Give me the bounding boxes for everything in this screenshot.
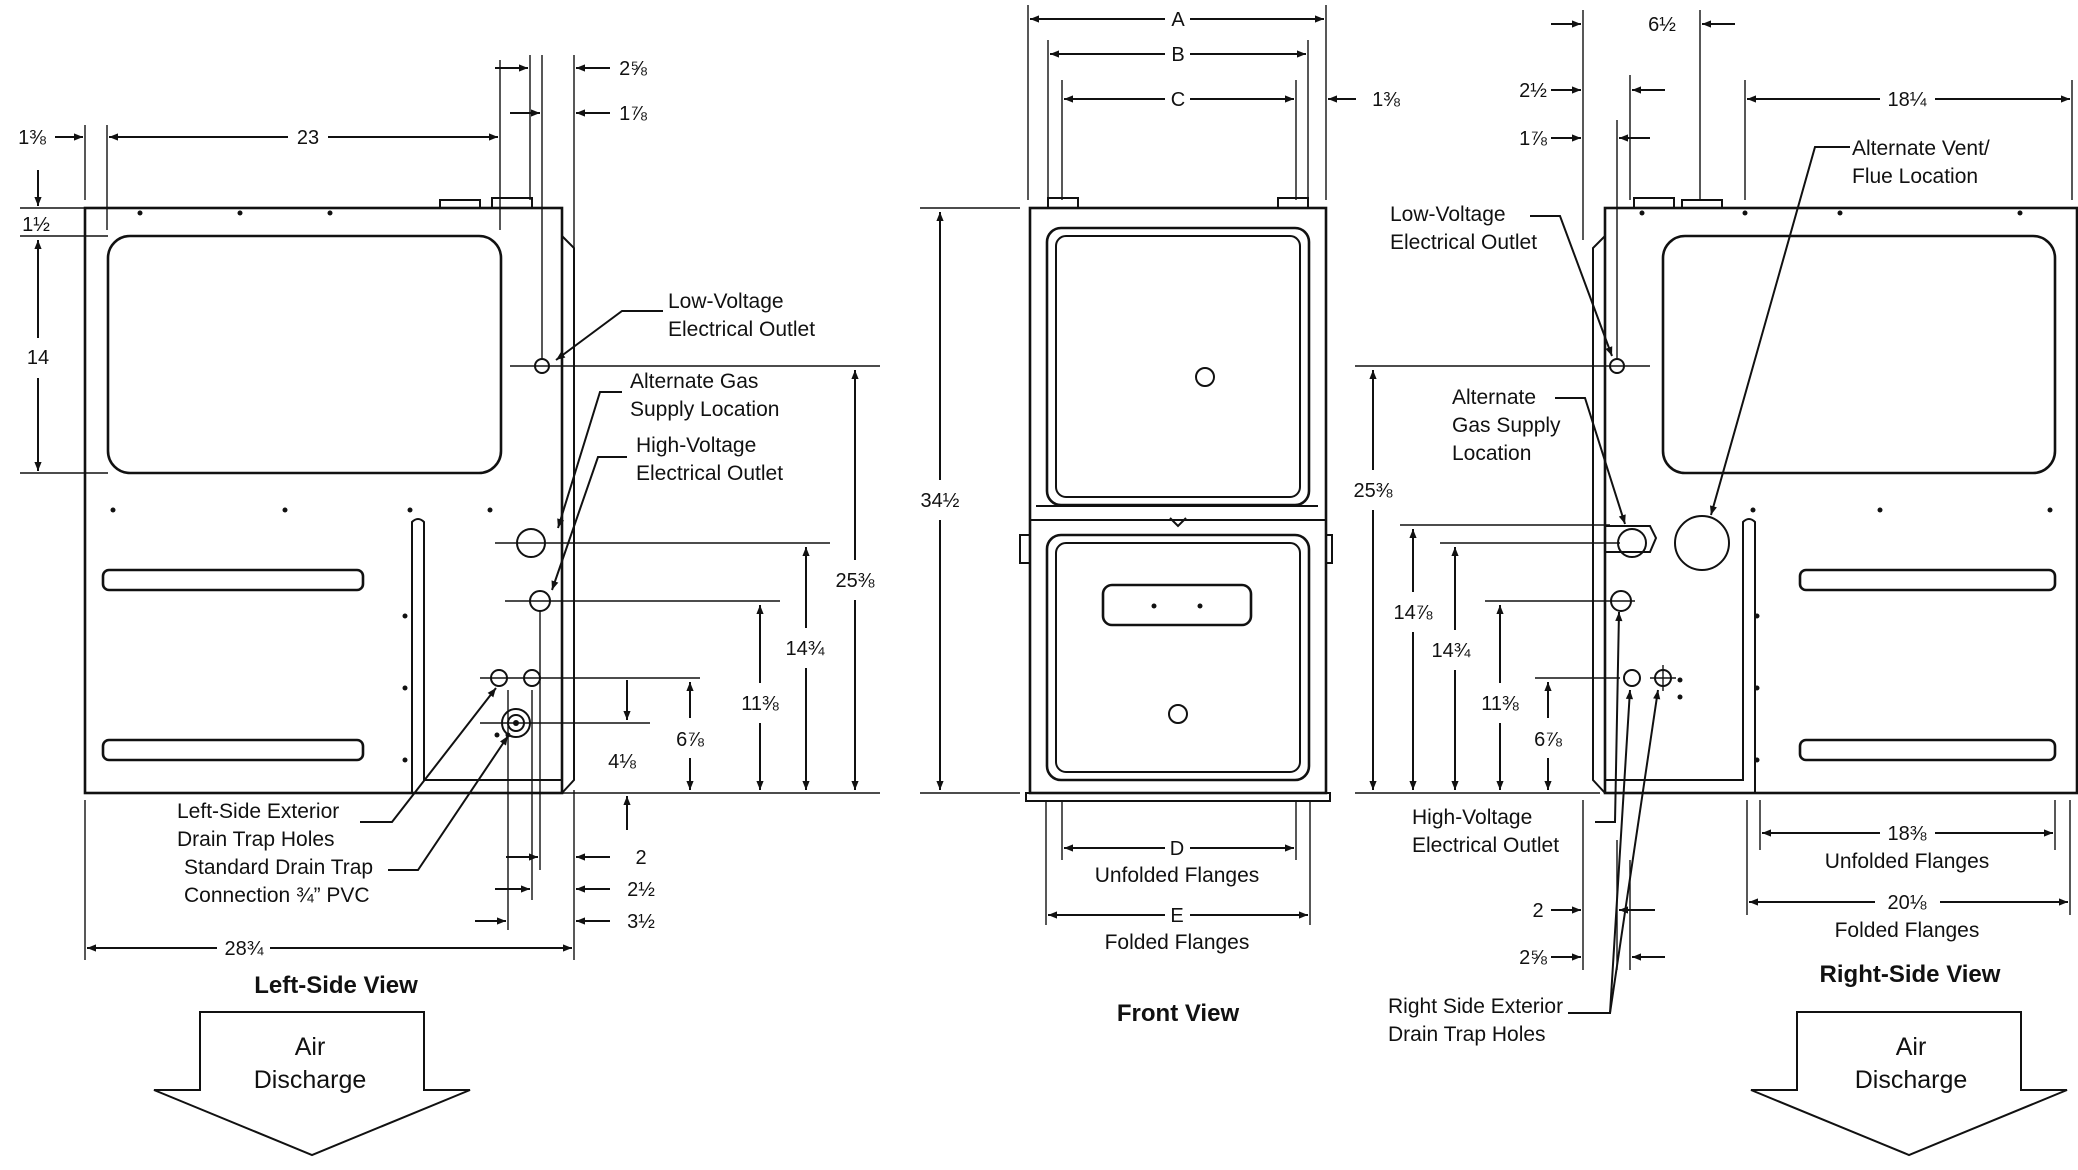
right-dim-folded: 20⅛	[1888, 892, 1927, 914]
front-unfolded-label: Unfolded Flanges	[1095, 864, 1260, 887]
left-callout-gas-1: Alternate Gas	[630, 370, 758, 393]
left-callout-gas-2: Supply Location	[630, 398, 779, 421]
right-air-1: Air	[1896, 1033, 1927, 1061]
right-dim-6-7-8: 6⅞	[1534, 729, 1562, 751]
left-callout-std-drain-2: Connection ¾” PVC	[184, 884, 370, 907]
right-dim-18-1-4: 18¼	[1888, 89, 1927, 111]
front-dim-E: E	[1170, 905, 1183, 927]
left-rivets	[110, 210, 511, 763]
right-slot-lower	[1798, 738, 2057, 762]
right-callout-hv-2: Electrical Outlet	[1412, 834, 1559, 857]
right-flue-hole	[1674, 515, 1730, 571]
right-dim-b-2-5-8: 2⅝	[1519, 947, 1547, 969]
right-air-discharge-arrow	[1750, 1011, 2068, 1157]
right-callout-vent-2: Flue Location	[1852, 165, 1978, 188]
left-dim-2-5-8: 2⅝	[619, 58, 647, 80]
left-callout-hv-1: High-Voltage	[636, 434, 756, 457]
left-top-collar-2	[491, 197, 533, 209]
left-callout-low-voltage-2: Electrical Outlet	[668, 318, 815, 341]
left-dim-1-3-8: 1⅜	[18, 127, 46, 149]
right-dim-2-1-2: 2½	[1519, 80, 1547, 102]
right-unfolded-label: Unfolded Flanges	[1825, 850, 1990, 873]
right-drain-hole-1	[1623, 669, 1641, 687]
right-dim-14-3-4: 14¾	[1432, 640, 1471, 662]
front-view: A B C 1⅜ 34½ D Unfolded Flanges E Folded…	[920, 5, 1400, 1027]
right-callout-ext-drain-1: Right Side Exterior	[1388, 995, 1563, 1018]
left-slot-upper	[101, 568, 365, 592]
front-folded-label: Folded Flanges	[1105, 931, 1250, 954]
left-dim-b-3-1-2: 3½	[627, 911, 655, 933]
right-dim-1-7-8: 1⅞	[1519, 128, 1547, 150]
left-top-collar	[439, 199, 481, 209]
right-slot-upper	[1798, 568, 2057, 592]
left-air-discharge-arrow	[153, 1011, 471, 1157]
left-callout-std-drain-1: Standard Drain Trap	[184, 856, 373, 879]
right-callout-gas-2: Gas Supply	[1452, 414, 1561, 437]
left-dim-23: 23	[297, 127, 319, 149]
left-slot-lower	[101, 738, 365, 762]
right-upper-panel	[1661, 234, 2057, 475]
front-dim-C: C	[1171, 89, 1185, 111]
left-dim-1-1-2: 1½	[22, 214, 50, 236]
left-dim-28-3-4: 28¾	[225, 938, 264, 960]
right-callout-hv-1: High-Voltage	[1412, 806, 1532, 829]
right-folded-label: Folded Flanges	[1835, 919, 1980, 942]
front-cabinet	[1028, 206, 1328, 795]
right-cabinet	[1603, 206, 2078, 795]
left-cabinet	[83, 206, 564, 795]
left-side-view: 23 1⅜ 1½ 14 2⅝ 1⅞ 25⅜ 1	[18, 55, 880, 1157]
left-air-1: Air	[295, 1033, 326, 1061]
front-dim-height: 34½	[921, 490, 960, 512]
right-dim-11-3-8: 11⅜	[1481, 693, 1519, 715]
right-dim-b-2: 2	[1532, 900, 1543, 922]
front-dim-side: 1⅜	[1372, 89, 1400, 111]
left-dim-11-3-8: 11⅜	[741, 693, 779, 715]
right-callout-lv-1: Low-Voltage	[1390, 203, 1506, 226]
left-dim-b-2-1-2: 2½	[627, 879, 655, 901]
front-lower-sight	[1168, 704, 1188, 724]
left-dim-6-7-8: 6⅞	[676, 729, 704, 751]
left-side-flange	[561, 235, 575, 794]
right-callout-gas-1: Alternate	[1452, 386, 1536, 409]
front-dim-B: B	[1171, 44, 1184, 66]
left-view-title: Left-Side View	[254, 972, 418, 999]
right-dim-25-3-8: 25⅜	[1354, 480, 1393, 502]
front-dim-D: D	[1170, 838, 1184, 860]
left-dim-14-3-4: 14¾	[786, 638, 825, 660]
right-air-2: Discharge	[1855, 1066, 1968, 1094]
right-side-flange	[1592, 235, 1606, 794]
right-view-title: Right-Side View	[1820, 961, 2001, 988]
left-dim-25-3-8: 25⅜	[836, 570, 875, 592]
left-air-2: Discharge	[254, 1066, 367, 1094]
right-callout-vent-1: Alternate Vent/	[1852, 137, 1990, 160]
left-channel	[411, 518, 562, 793]
left-callout-hv-2: Electrical Outlet	[636, 462, 783, 485]
front-view-title: Front View	[1117, 1000, 1240, 1027]
left-dim-b-2: 2	[635, 847, 646, 869]
right-callout-gas-3: Location	[1452, 442, 1531, 465]
left-dim-14: 14	[27, 347, 49, 369]
right-dim-14-7-8: 14⅞	[1394, 602, 1433, 624]
right-callout-lv-2: Electrical Outlet	[1390, 231, 1537, 254]
left-callout-low-voltage-1: Low-Voltage	[668, 290, 784, 313]
front-dim-A: A	[1171, 9, 1185, 31]
left-upper-panel	[106, 234, 503, 475]
left-dim-1-7-8: 1⅞	[619, 103, 647, 125]
right-dim-6-1-2: 6½	[1648, 14, 1676, 36]
left-dim-4-1-8: 4⅛	[608, 751, 636, 773]
front-upper-sight	[1195, 367, 1215, 387]
right-dim-unfolded: 18⅜	[1888, 823, 1927, 845]
right-callout-ext-drain-2: Drain Trap Holes	[1388, 1023, 1546, 1046]
right-side-view: 6½ 2½ 1⅞ 18¼ 25⅜ 14⅞ 14¾ 11⅜ 6⅞	[1354, 10, 2078, 1157]
left-callout-ext-drain-1: Left-Side Exterior	[177, 800, 339, 823]
front-handle	[1101, 583, 1253, 627]
left-callout-ext-drain-2: Drain Trap Holes	[177, 828, 335, 851]
front-lower-door	[1045, 533, 1311, 782]
